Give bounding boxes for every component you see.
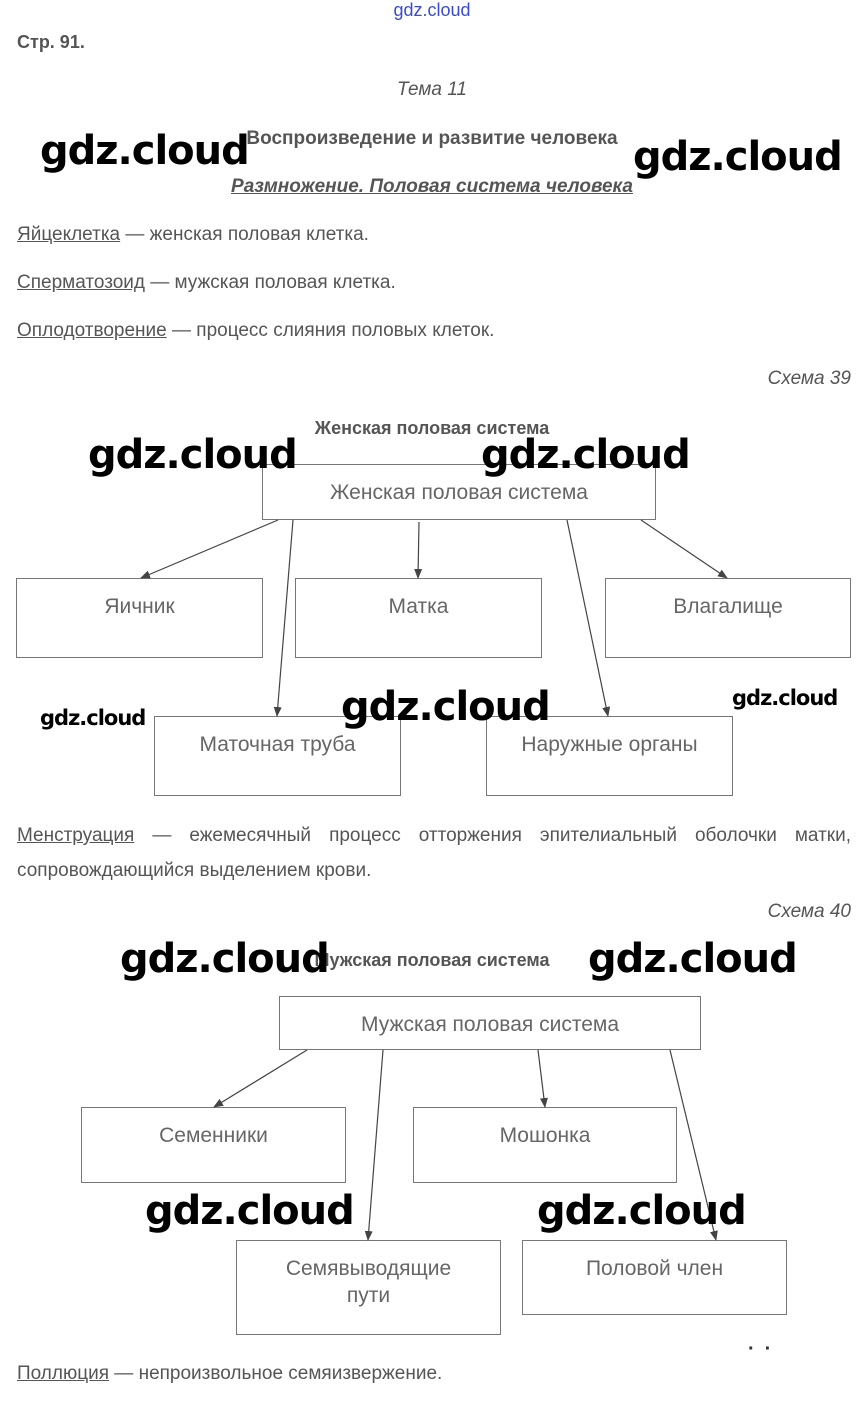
definition-fertilization: Оплодотворение — процесс слияния половых…	[17, 320, 494, 342]
scheme-39-number: Схема 39	[767, 368, 851, 389]
watermark: gdz.cloud	[537, 1188, 747, 1234]
definition-text: — ежемесячный процесс отторжения эпители…	[17, 825, 851, 881]
topic-label: Тема 11	[397, 79, 467, 100]
definition-pollution: Поллюция — непроизвольное семяизвержение…	[17, 1363, 442, 1385]
term-egg: Яйцеклетка	[17, 224, 121, 245]
page-subtitle: Размножение. Половая система человека	[231, 176, 633, 197]
term-fertilization: Оплодотворение	[17, 320, 167, 341]
term-pollution: Поллюция	[17, 1363, 110, 1384]
arrow-to-fallopian-tube	[273, 519, 294, 717]
watermark: gdz.cloud	[481, 432, 691, 478]
scheme-40-number: Схема 40	[767, 901, 851, 922]
node-vagina: Влагалище	[605, 578, 851, 658]
arrow-to-ovary	[140, 519, 279, 579]
term-sperm: Сперматозоид	[17, 272, 145, 293]
definition-sperm: Сперматозоид — мужская половая клетка.	[17, 272, 396, 294]
arrow-to-scrotum	[537, 1049, 548, 1108]
decorative-dots: ··	[748, 1338, 782, 1360]
definition-egg: Яйцеклетка — женская половая клетка.	[17, 224, 369, 246]
arrow-to-penis	[669, 1049, 718, 1241]
site-header-link[interactable]: gdz.cloud	[393, 0, 471, 20]
scheme-40-root-box: Мужская половая система	[279, 996, 701, 1050]
term-menstruation: Менструация	[17, 825, 135, 846]
watermark: gdz.cloud	[588, 936, 798, 982]
page-number: Стр. 91.	[17, 32, 85, 52]
watermark: gdz.cloud	[88, 432, 298, 478]
watermark: gdz.cloud	[120, 936, 330, 982]
arrow-to-vas-deferens	[364, 1049, 384, 1241]
watermark: gdz.cloud	[40, 128, 250, 174]
definition-text: — мужская половая клетка.	[144, 272, 396, 293]
arrow-to-external-organs	[566, 519, 611, 717]
scheme-40-title: Мужская половая система	[314, 950, 550, 970]
watermark: gdz.cloud	[145, 1188, 355, 1234]
watermark: gdz.cloud	[341, 684, 551, 730]
definition-text: — женская половая клетка.	[120, 224, 369, 245]
definition-menstruation: Менструация — ежемесячный процесс отторж…	[17, 818, 851, 888]
page-title: Воспроизведение и развитие человека	[246, 128, 618, 149]
node-ovary: Яичник	[16, 578, 263, 658]
arrow-to-vagina	[640, 519, 728, 579]
arrow-to-uterus	[414, 521, 423, 579]
watermark: gdz.cloud	[633, 134, 843, 180]
watermark: gdz.cloud	[40, 706, 146, 730]
node-penis: Половой член	[522, 1240, 787, 1315]
definition-text: — процесс слияния половых клеток.	[166, 320, 495, 341]
scheme-39-title: Женская половая система	[314, 418, 550, 438]
definition-text: — непроизвольное семяизвержение.	[109, 1363, 443, 1384]
scheme-39-root-box: Женская половая система	[262, 464, 656, 520]
watermark: gdz.cloud	[732, 686, 838, 710]
arrow-to-testes	[213, 1049, 308, 1108]
